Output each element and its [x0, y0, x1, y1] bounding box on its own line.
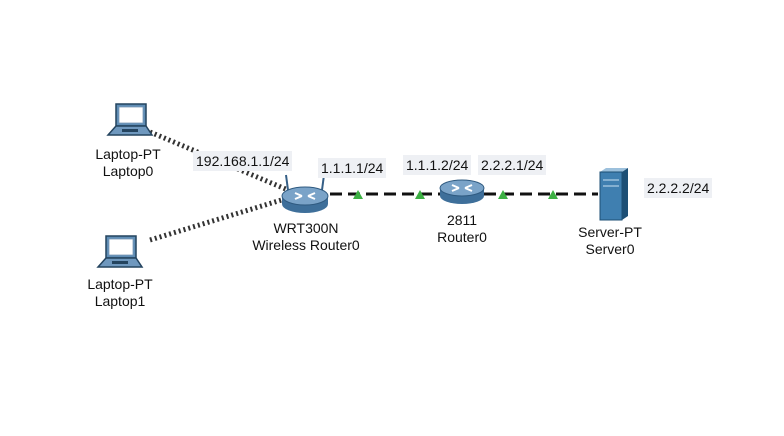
server-model: Server-PT [578, 224, 642, 240]
ip-label-router-right: 2.2.2.1/24 [478, 155, 547, 175]
wireless-router-icon[interactable] [278, 172, 332, 216]
router-model: 2811 [446, 212, 478, 228]
server-name: Server0 [585, 241, 635, 257]
wireless-link-laptop1[interactable] [149, 195, 289, 243]
wireless-router-model: WRT300N [273, 220, 339, 236]
link-status-up-icon [353, 190, 363, 199]
laptop-icon[interactable] [94, 234, 146, 270]
router-name: Router0 [437, 229, 487, 245]
ip-label-router-left: 1.1.1.2/24 [403, 155, 472, 175]
ip-label-wireless-wan: 1.1.1.1/24 [318, 158, 387, 178]
link-status-up-icon [415, 190, 425, 199]
laptop0-model: Laptop-PT [95, 146, 161, 162]
link-status-up-icon [548, 190, 558, 199]
link-status-up-icon [498, 190, 508, 199]
ip-label-wireless-lan: 192.168.1.1/24 [193, 151, 293, 171]
laptop0-name: Laptop0 [102, 163, 154, 179]
laptop1-model: Laptop-PT [87, 276, 153, 292]
laptop-icon[interactable] [104, 102, 156, 138]
ip-label-server: 2.2.2.2/24 [644, 178, 713, 198]
router-icon[interactable] [438, 176, 486, 208]
server-icon[interactable] [594, 168, 630, 222]
wireless-router-name: Wireless Router0 [252, 237, 360, 253]
laptop1-name: Laptop1 [94, 293, 146, 309]
